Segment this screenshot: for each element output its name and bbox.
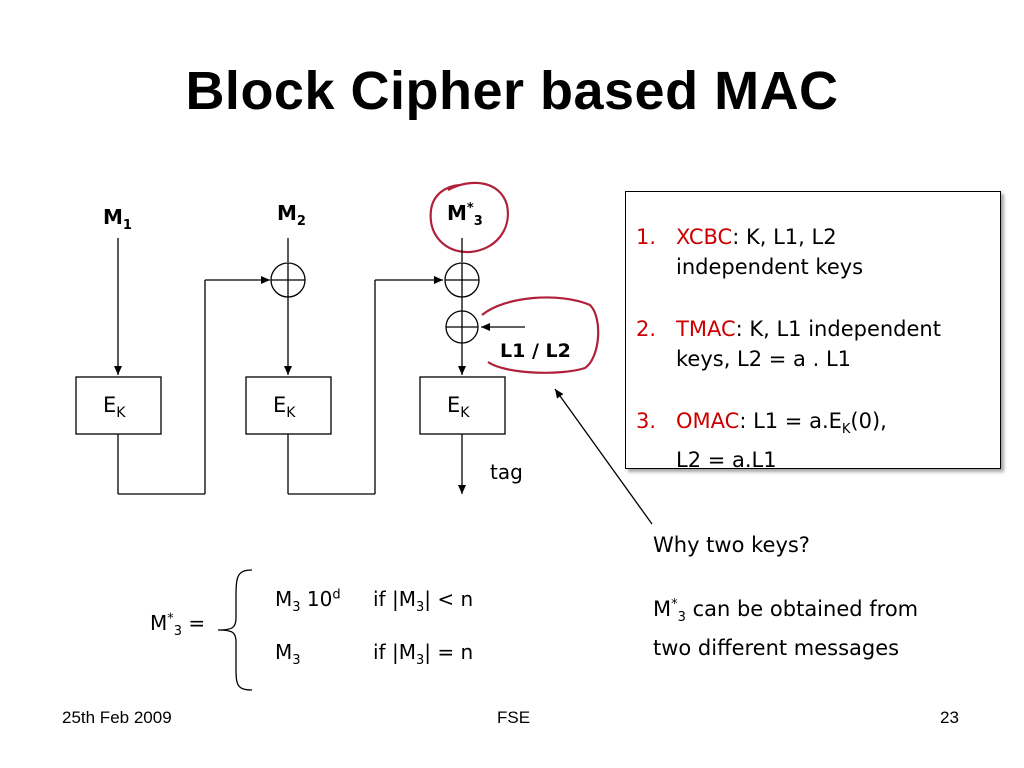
variant-tmac: 2.TMAC: K, L1 independent keys, L2 = a .… <box>636 317 941 371</box>
key-label: L1 / L2 <box>500 340 571 362</box>
input-label-m1: M1 <box>103 205 132 233</box>
formula-lhs: M*3 = <box>150 611 206 639</box>
formula-brace <box>217 569 253 691</box>
variant-name-tmac: TMAC <box>676 317 736 341</box>
cipher-block-1 <box>75 376 162 435</box>
variant-name-xcbc: XCBC <box>676 225 733 249</box>
xor-icon-1 <box>270 262 306 298</box>
variant-name-omac: OMAC <box>676 409 740 433</box>
note-text: M*3 can be obtained from two different m… <box>653 597 919 661</box>
footer-venue: FSE <box>497 708 531 727</box>
handwritten-circle-m3 <box>429 181 509 254</box>
input-label-m2: M2 <box>277 201 306 229</box>
slide-title: Block Cipher based MAC <box>185 61 839 121</box>
cipher-block-1-label: EK <box>103 393 126 421</box>
tag-label: tag <box>490 460 523 484</box>
variant-omac: 3.OMAC: L1 = a.EK(0), L2 = a.L1 <box>636 409 887 473</box>
cipher-block-2-label: EK <box>273 393 296 421</box>
formula-case1-value: M3 10d <box>275 587 341 615</box>
xor-icon-3 <box>445 310 479 344</box>
input-label-m3-star: M*3 <box>447 201 483 229</box>
footer-date: 25th Feb 2009 <box>62 708 172 727</box>
cipher-block-3-label: EK <box>447 393 470 421</box>
handwritten-loop-key <box>481 296 600 374</box>
mac-variants-box: 1.XCBC: K, L1, L2 independent keys 2.TMA… <box>625 191 1001 472</box>
formula-case2-condition: if |M3| = n <box>373 640 474 668</box>
formula-case2-value: M3 <box>275 640 301 668</box>
question-text: Why two keys? <box>653 533 810 557</box>
arrow-note-to-key <box>554 388 653 525</box>
variant-xcbc: 1.XCBC: K, L1, L2 independent keys <box>636 225 864 279</box>
cipher-block-3 <box>419 376 506 435</box>
xor-icon-2 <box>444 262 480 298</box>
formula-case1-condition: if |M3| < n <box>373 587 474 615</box>
footer-page-number: 23 <box>940 708 959 727</box>
cipher-block-2 <box>245 376 332 435</box>
